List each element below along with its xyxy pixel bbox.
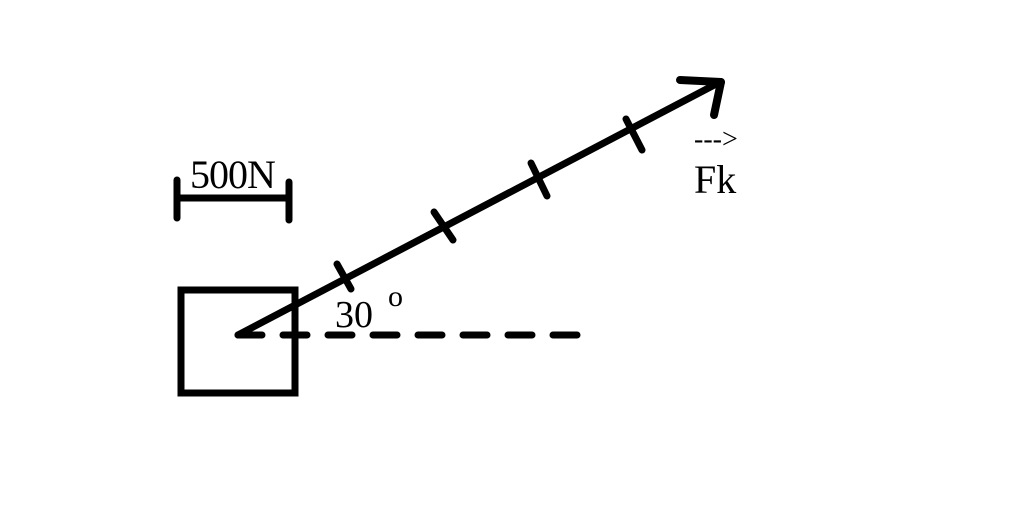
- scale-tick-3: [527, 159, 551, 200]
- arrow-head-top-icon: [676, 76, 725, 86]
- block-object: [177, 286, 299, 397]
- scale-bar: [173, 176, 293, 224]
- scale-tick-4: [622, 115, 646, 154]
- vector-arrow-marker: --->: [694, 124, 738, 155]
- angle-label: 30: [335, 294, 373, 336]
- scale-tick-2: [430, 208, 457, 244]
- scale-label: 500N: [190, 152, 276, 197]
- force-label: Fk: [694, 157, 737, 202]
- force-vector-shaft: [234, 78, 724, 339]
- arrow-head-side-icon: [710, 78, 725, 119]
- degree-symbol: o: [388, 280, 403, 313]
- scale-tick-1: [333, 260, 355, 293]
- force-vector-fk: [234, 76, 725, 339]
